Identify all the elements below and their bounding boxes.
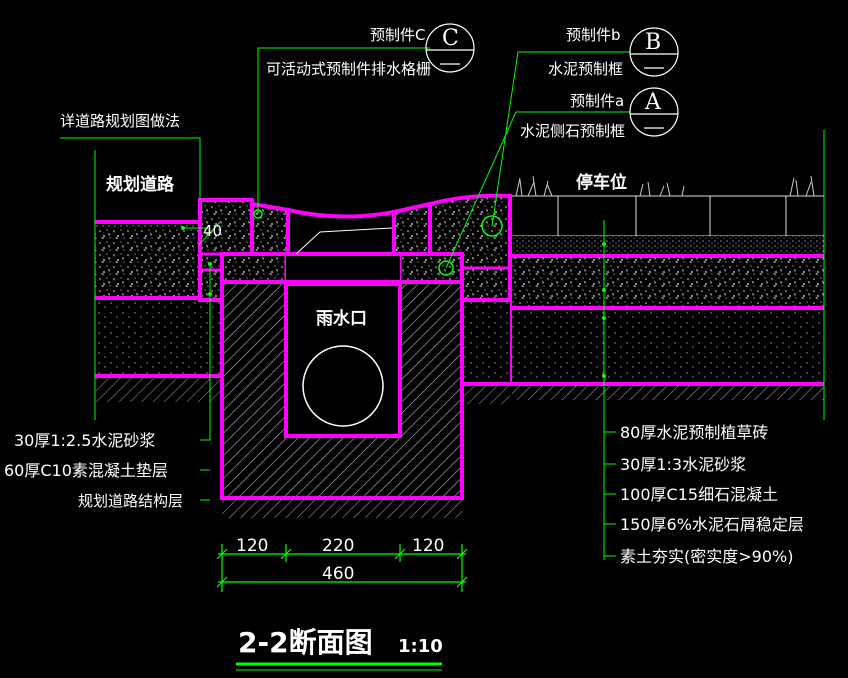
- right-layer-5: 素土夯实(密实度>90%): [620, 547, 793, 566]
- road-note: 详道路规划图做法: [60, 112, 180, 130]
- dim-right: 120: [412, 536, 444, 556]
- grate-frame-left: [250, 201, 290, 256]
- parking-section: [505, 175, 825, 400]
- parking-label: 停车位: [576, 172, 627, 193]
- dim-middle: 220: [322, 536, 354, 556]
- leaders: [60, 47, 825, 560]
- road-mortar-layer: [95, 222, 202, 228]
- left-layer-2: 60厚C10素混凝土垫层: [4, 461, 168, 480]
- inlet-label: 雨水口: [316, 308, 367, 329]
- right-layer-3: 100厚C15细石混凝土: [620, 485, 778, 504]
- leader-dots: [181, 226, 606, 378]
- precast-frame-b: [392, 201, 432, 256]
- right-layer-1: 80厚水泥预制植草砖: [620, 423, 768, 442]
- right-curb-a: [428, 193, 512, 302]
- inlet-structure: [198, 193, 512, 500]
- ground-hatch: [96, 378, 510, 518]
- callout-circles: [425, 23, 679, 137]
- width-40-label: 40: [203, 222, 222, 240]
- parking-mortar-layer: [510, 236, 824, 256]
- callout-c-bottom: 可活动式预制件排水格栅: [266, 60, 431, 78]
- callout-c-letter: C: [442, 26, 459, 51]
- left-layer-1: 30厚1:2.5水泥砂浆: [14, 431, 155, 450]
- right-layer-labels: 80厚水泥预制植草砖 30厚1:3水泥砂浆 100厚C15细石混凝土 150厚6…: [620, 423, 804, 566]
- dimension-lines: [216, 544, 468, 592]
- callout-b-bottom: 水泥预制框: [548, 60, 623, 78]
- road-section: [94, 220, 222, 378]
- callout-a: 预制件a A 水泥侧石预制框: [520, 90, 662, 140]
- callout-a-bottom: 水泥侧石预制框: [520, 122, 625, 140]
- title-scale: 1:10: [398, 636, 443, 657]
- left-layer-3: 规划道路结构层: [78, 492, 183, 510]
- callout-b-letter: B: [645, 30, 661, 55]
- road-structure-layer: [95, 300, 220, 376]
- left-layer-labels: 30厚1:2.5水泥砂浆 60厚C10素混凝土垫层 规划道路结构层: [4, 431, 183, 510]
- parking-stabilized-layer: [512, 310, 824, 382]
- right-layer-4: 150厚6%水泥石屑稳定层: [620, 515, 804, 534]
- road-label: 规划道路: [106, 174, 175, 195]
- callout-c-top: 预制件C: [370, 26, 425, 44]
- callout-b: 预制件b B 水泥预制框: [548, 26, 661, 78]
- title-main: 2-2断面图: [238, 626, 373, 659]
- grass-paver-layer: [509, 195, 825, 237]
- parking-concrete-layer: [512, 258, 824, 308]
- callout-b-top: 预制件b: [566, 26, 621, 44]
- drain-pipe: [302, 345, 384, 427]
- callout-c: 预制件C C 可活动式预制件排水格栅: [266, 26, 459, 78]
- road-concrete-layer: [95, 228, 202, 298]
- right-layer-2: 30厚1:3水泥砂浆: [620, 455, 746, 474]
- dim-total: 460: [322, 564, 354, 584]
- grass-tufts: [515, 175, 815, 197]
- dim-left: 120: [236, 536, 268, 556]
- drawing-title: 2-2断面图 1:10: [236, 626, 443, 671]
- callout-a-letter: A: [644, 90, 662, 115]
- callout-a-top: 预制件a: [570, 92, 624, 110]
- dimension-labels: 120 220 120 460: [236, 536, 444, 584]
